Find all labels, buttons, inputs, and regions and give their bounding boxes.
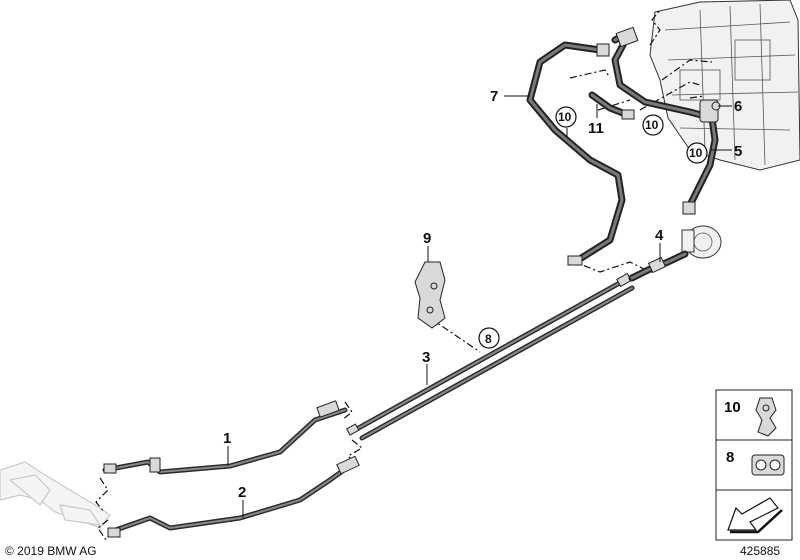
connection-lines: [95, 9, 713, 541]
hvac-unit: [649, 0, 800, 171]
callout-10b: 10: [645, 118, 659, 132]
part-1-hose: [102, 400, 348, 475]
legend-label-8: 8: [726, 449, 734, 466]
ghost-outline: [0, 461, 111, 529]
callout-1[interactable]: 1: [223, 430, 231, 447]
callout-8: 8: [485, 332, 492, 346]
callout-2[interactable]: 2: [238, 484, 246, 501]
part-4-hose: [628, 250, 689, 282]
compressor: [681, 225, 722, 259]
legend-label-10: 10: [724, 399, 741, 416]
part-11-hose: [588, 91, 635, 120]
callout-10c: 10: [689, 146, 703, 160]
callout-5[interactable]: 5: [734, 143, 742, 160]
part-2-hose: [107, 455, 360, 538]
callout-10b-circle[interactable]: 10: [642, 114, 664, 136]
part-9-bracket: [414, 261, 446, 329]
upper-unit-hose: [611, 26, 716, 122]
callout-10c-circle[interactable]: 10: [686, 142, 708, 164]
callout-11[interactable]: 11: [588, 120, 604, 137]
direction-arrow-icon: [727, 497, 783, 534]
leader-lines: [227, 95, 732, 518]
callout-3[interactable]: 3: [422, 349, 430, 366]
callout-9[interactable]: 9: [423, 230, 431, 247]
callout-4[interactable]: 4: [655, 227, 664, 244]
part-6-fitting: [699, 99, 721, 123]
diagram-id: 425885: [740, 544, 780, 558]
callout-7[interactable]: 7: [490, 88, 498, 105]
callout-6[interactable]: 6: [734, 98, 742, 115]
copyright-text: © 2019 BMW AG: [5, 544, 97, 558]
callout-10a-circle[interactable]: 10: [555, 106, 577, 128]
double-clamp-icon: [751, 454, 785, 476]
callout-10a: 10: [558, 110, 572, 124]
legend-box-arrow[interactable]: [715, 489, 793, 541]
legend-box-10[interactable]: 10: [715, 389, 793, 441]
clip-icon: [755, 397, 777, 437]
part-7-hose: [526, 41, 626, 266]
legend-box-8[interactable]: 8: [715, 439, 793, 491]
part-3-pipes: [346, 272, 635, 441]
callout-8-circle[interactable]: 8: [478, 327, 500, 349]
part-5-hose: [682, 114, 719, 215]
